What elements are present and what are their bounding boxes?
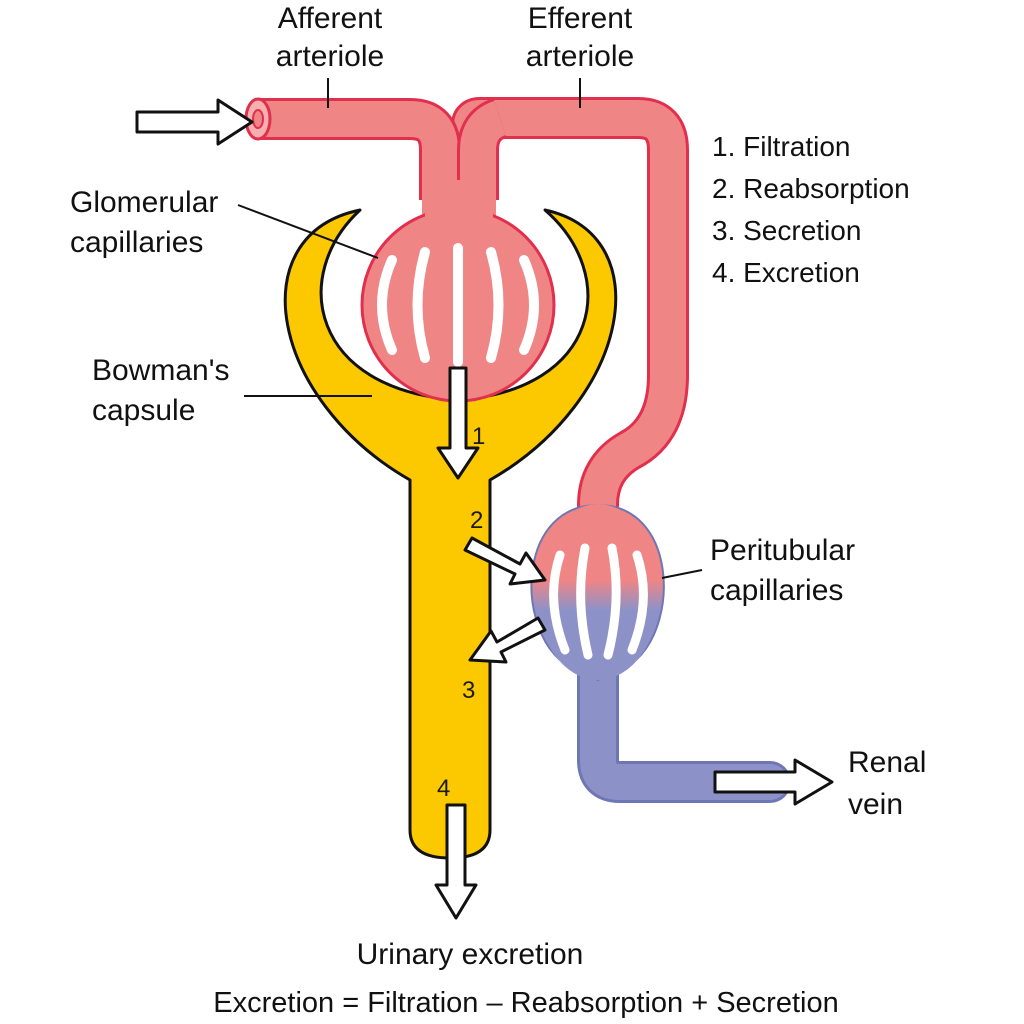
inflow-arrow — [135, 98, 254, 146]
renal-vein — [577, 639, 791, 803]
step-excretion: 4. Excretion — [712, 257, 860, 288]
marker-3: 3 — [462, 677, 475, 704]
step-filtration: 1. Filtration — [712, 131, 851, 162]
glomerulus — [360, 180, 556, 403]
glomerular-leader-line — [237, 204, 379, 259]
step-reabsorption: 2. Reabsorption — [712, 173, 910, 204]
afferent-label-line1: Afferent — [278, 2, 383, 35]
excretion-formula: Excretion = Filtration – Reabsorption + … — [213, 987, 838, 1019]
excretion-arrow — [434, 803, 478, 920]
bowman-label-line2: capsule — [92, 394, 195, 427]
efferent-label-line1: Efferent — [528, 2, 633, 35]
afferent-label-line2: arteriole — [276, 40, 384, 73]
filtration-arrow — [436, 366, 480, 480]
renal-vein-label-line1: Renal — [848, 746, 926, 779]
efferent-label-line2: arteriole — [526, 40, 634, 73]
reabsorption-arrow — [463, 536, 547, 586]
marker-1: 1 — [472, 423, 485, 450]
glomerular-label-line1: Glomerular — [70, 186, 218, 219]
bowman-label-line1: Bowman's — [92, 354, 229, 387]
glomerular-label-line2: capillaries — [70, 226, 203, 259]
renal-vein-arrow — [713, 758, 834, 806]
renal-vein-label-line2: vein — [848, 788, 903, 821]
marker-4: 4 — [437, 775, 450, 802]
marker-2: 2 — [470, 507, 483, 534]
peritubular-capillaries — [530, 503, 665, 682]
peritubular-leader-line — [661, 569, 703, 579]
afferent-arteriole — [244, 97, 508, 200]
secretion-arrow — [468, 616, 547, 664]
peritubular-label-line2: capillaries — [710, 574, 843, 607]
peritubular-label-line1: Peritubular — [710, 534, 855, 567]
step-secretion: 3. Secretion — [712, 215, 861, 246]
urinary-excretion-label: Urinary excretion — [357, 938, 584, 971]
